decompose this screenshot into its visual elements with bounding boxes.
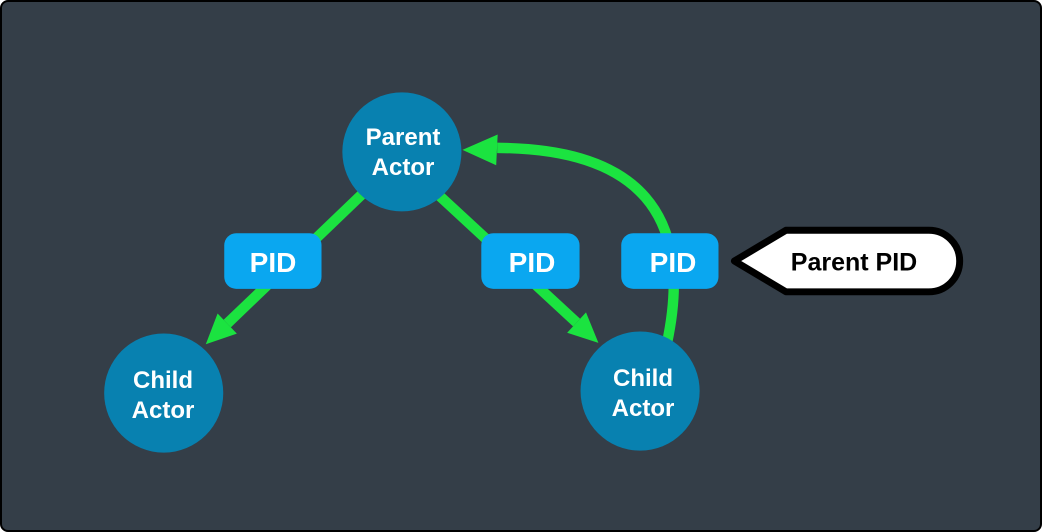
pid-box-right [621, 233, 719, 289]
arrowhead-right-icon [567, 312, 599, 343]
pid-box-left [224, 233, 322, 289]
child-actor-right-node [580, 331, 700, 451]
parent-pid-callout-shape [730, 226, 964, 296]
parent-pid-return-edge [497, 142, 679, 345]
arrowhead-return-icon [462, 134, 498, 166]
child-actor-left-node [104, 333, 224, 453]
arrowhead-left-icon [205, 313, 237, 345]
parent-actor-node [342, 92, 462, 212]
pid-box-middle [481, 233, 580, 289]
